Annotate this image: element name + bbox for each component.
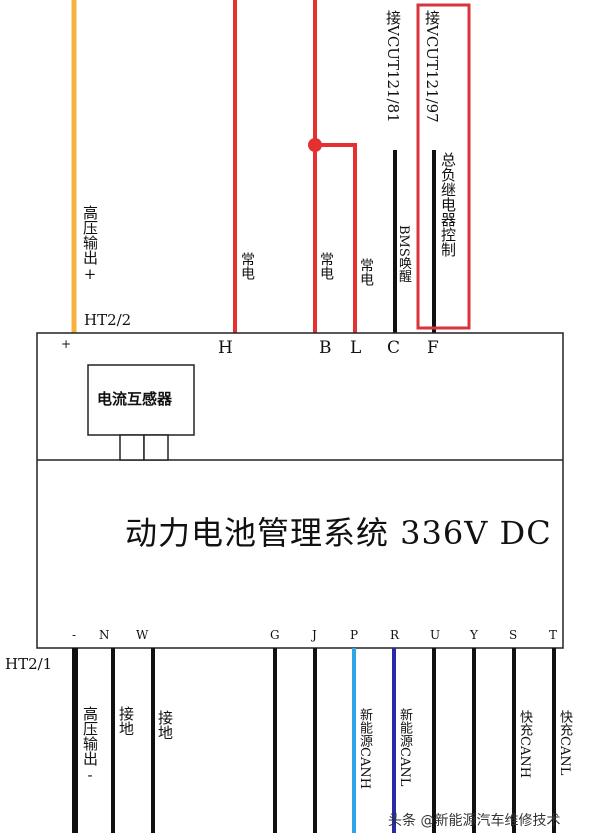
pin-t: T (549, 628, 558, 642)
connector-top-label: HT2/2 (84, 311, 132, 329)
pin-f: F (427, 338, 439, 358)
pin-r: R (390, 628, 400, 642)
pin-plus: + (61, 337, 72, 351)
bms-title: 动力电池管理系统 336V DC (125, 514, 552, 552)
label-hv-out-plus: 高压输出+ (81, 205, 99, 283)
label-w-ground: 接地 (156, 710, 174, 740)
pin-b: B (319, 338, 332, 358)
wire-l (315, 143, 357, 333)
connector-bottom-label: HT2/1 (5, 655, 53, 673)
pin-j: J (312, 628, 317, 642)
current-sensor-label: 电流互感器 (97, 390, 173, 408)
pin-l: L (350, 338, 362, 358)
label-hv-out-minus: 高压输出- (81, 706, 99, 784)
label-n-ground: 接地 (117, 706, 135, 736)
sensor-tab-2 (143, 434, 169, 461)
label-c-bms-wake: BMS唤醒 (396, 225, 411, 283)
label-h-const: 常电 (239, 252, 255, 280)
label-s-fast-canh: 快充CANH (517, 710, 532, 779)
pin-minus: - (72, 628, 77, 642)
pin-h: H (218, 338, 233, 358)
pin-c: C (387, 338, 401, 358)
pin-y: Y (470, 628, 478, 642)
pin-s: S (509, 628, 518, 642)
label-b-const: 常电 (318, 252, 334, 280)
current-sensor-box (87, 364, 195, 436)
watermark: 头条 @新能源汽车维修技术 (388, 813, 561, 829)
pin-n: N (99, 628, 110, 642)
pin-p: P (350, 628, 359, 642)
pin-w: W (136, 628, 149, 642)
label-c-conn: 接VCUT121/81 (384, 10, 402, 123)
label-f-conn: 接VCUT121/97 (423, 10, 441, 123)
highlight-frame (416, 3, 471, 330)
label-t-fast-canl: 快充CANL (557, 710, 572, 776)
pin-g: G (270, 628, 280, 642)
sensor-tab-1 (119, 434, 145, 461)
label-f-relay: 总负继电器控制 (439, 152, 457, 257)
label-p-canh: 新能源CANH (357, 708, 372, 790)
junction-dot (308, 138, 322, 152)
pin-u: U (430, 628, 441, 642)
label-r-canl: 新能源CANL (397, 708, 412, 787)
label-l-const: 常电 (358, 258, 374, 286)
